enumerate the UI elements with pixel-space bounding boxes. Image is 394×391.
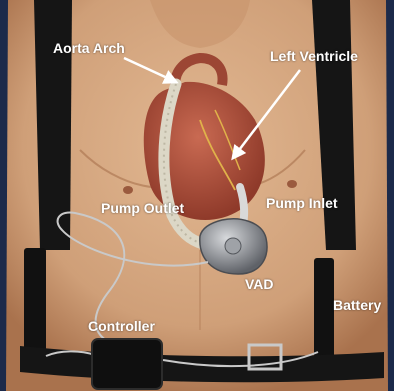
battery-holster-left: [24, 248, 46, 358]
pump-hub: [225, 238, 241, 254]
controller-unit: [92, 339, 162, 389]
label-aorta-arch: Aorta Arch: [53, 40, 125, 56]
nipple-left: [123, 186, 133, 194]
label-pump-inlet: Pump Inlet: [266, 195, 338, 211]
label-vad: VAD: [245, 276, 274, 292]
label-controller: Controller: [88, 318, 155, 334]
battery-holster-right: [314, 258, 334, 362]
label-left-ventricle: Left Ventricle: [270, 48, 358, 64]
nipple-right: [287, 180, 297, 188]
label-battery: Battery: [333, 297, 381, 313]
label-pump-outlet: Pump Outlet: [101, 200, 184, 216]
